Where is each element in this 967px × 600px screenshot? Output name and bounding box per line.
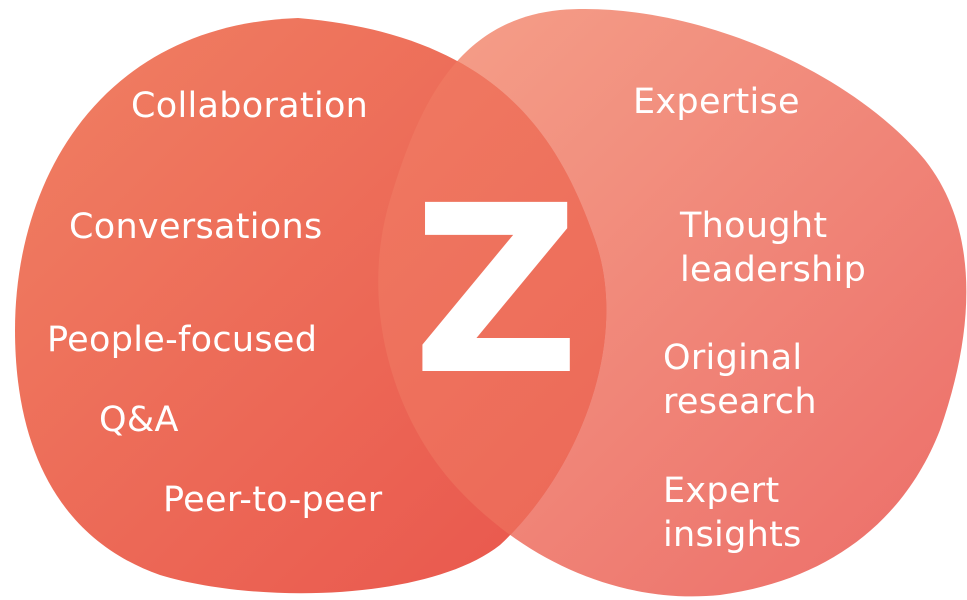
right-term-expert-insights: Expert insights <box>663 469 802 557</box>
center-logo-letter: Z <box>412 156 581 426</box>
term-line: Expert <box>663 471 780 511</box>
term-line: Q&A <box>99 400 179 440</box>
right-term-expertise: Expertise <box>633 80 800 124</box>
term-line: leadership <box>680 250 867 290</box>
term-line: Expertise <box>633 82 800 122</box>
right-term-thought-leadership: Thought leadership <box>680 204 866 292</box>
term-line: People-focused <box>47 320 318 360</box>
term-line: Collaboration <box>131 86 369 126</box>
term-line: Peer-to-peer <box>163 480 383 520</box>
left-term-qa: Q&A <box>99 398 179 442</box>
overlap-region <box>378 18 607 594</box>
term-line: insights <box>663 515 802 555</box>
term-line: research <box>663 382 817 422</box>
left-term-peer-to-peer: Peer-to-peer <box>163 478 382 522</box>
term-line: Original <box>663 338 803 378</box>
left-term-people-focused: People-focused <box>47 318 317 362</box>
left-term-collaboration: Collaboration <box>131 84 368 128</box>
left-term-conversations: Conversations <box>69 205 323 249</box>
right-term-original-research: Original research <box>663 336 817 424</box>
term-line: Thought <box>680 206 828 246</box>
term-line: Conversations <box>69 207 323 247</box>
